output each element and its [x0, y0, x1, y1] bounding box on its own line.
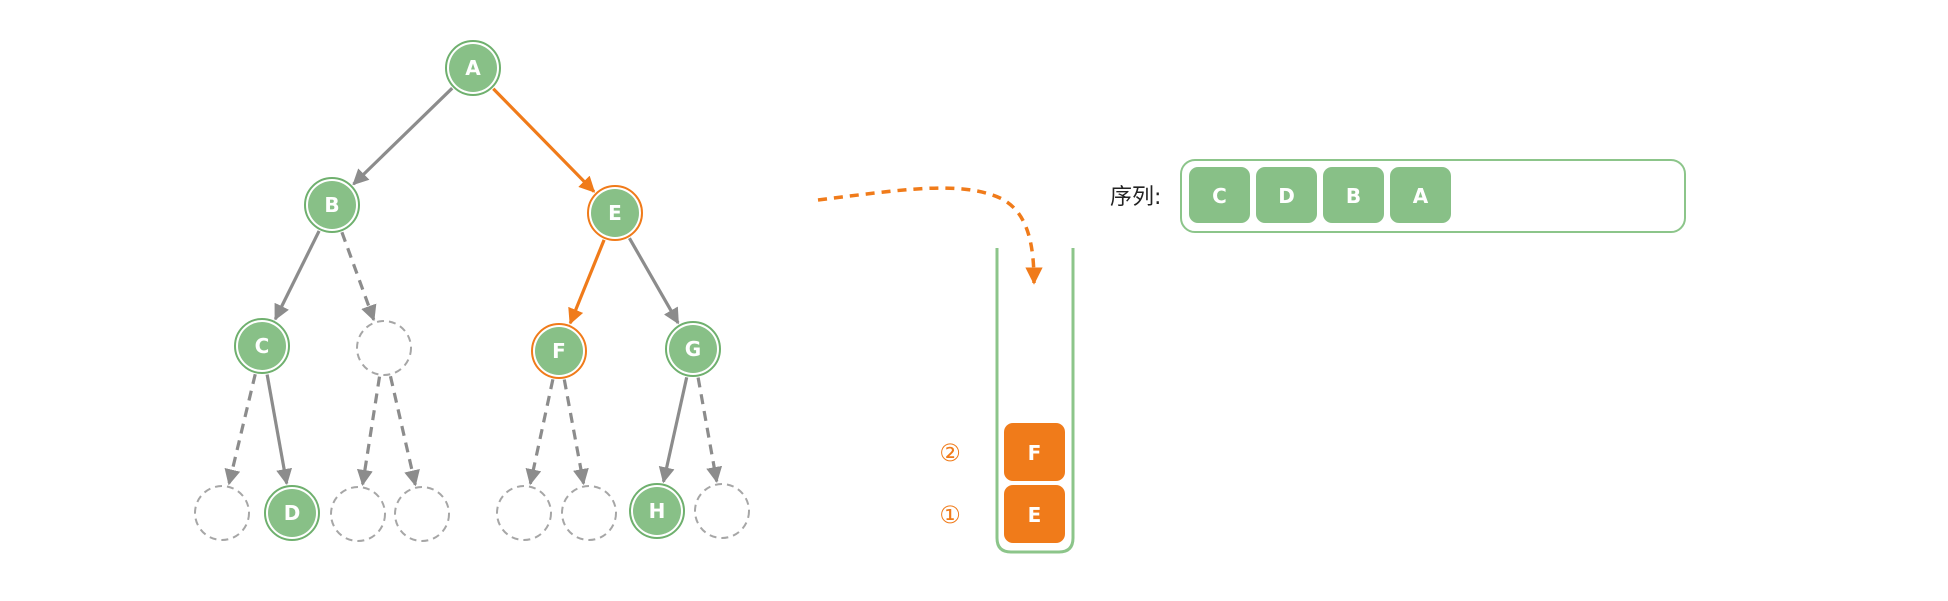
stack-item-label: F: [1028, 441, 1042, 465]
edge-F-F_left: [525, 379, 555, 486]
edge-G-G_right: [696, 377, 723, 484]
edge-E-G: [628, 237, 680, 325]
tree-node-H: H: [629, 483, 685, 539]
tree-node-A: A: [445, 40, 501, 96]
sequence-item-A: A: [1390, 167, 1451, 223]
tree-node-D: D: [264, 485, 320, 541]
tree-node-C: C: [234, 318, 290, 374]
stack-order-number: ②: [939, 439, 961, 467]
edge-B-B_right: [340, 231, 377, 322]
sequence-box: [1180, 159, 1686, 233]
sequence-item-label: B: [1346, 184, 1361, 208]
sequence-item-box: [1390, 167, 1451, 223]
tree-node-F_left: [496, 485, 552, 541]
sequence-item-box: [1256, 167, 1317, 223]
tree-node-B: B: [304, 177, 360, 233]
edge-E-F: [568, 239, 606, 325]
node-label: B: [324, 193, 339, 217]
node-label: A: [465, 56, 481, 80]
edge-B_right-BR_left: [356, 376, 382, 486]
empty-node-circle: [330, 486, 386, 542]
sequence-item-label: D: [1278, 184, 1295, 208]
stack-item-F: F②: [939, 423, 1065, 481]
stack-item-E: E①: [939, 485, 1065, 543]
edge-C-D: [265, 374, 293, 486]
sequence-label: 序列:: [1110, 185, 1161, 210]
tree-node-BR_left: [330, 486, 386, 542]
edge-A-B: [352, 87, 454, 186]
tree-node-F_right: [561, 485, 617, 541]
edge-B_right-BR_right: [388, 375, 420, 487]
tree-node-G: G: [665, 321, 721, 377]
tree-edges: [224, 87, 723, 487]
tree-node-B_right: [356, 320, 412, 376]
node-circle: [449, 44, 497, 92]
stack-item-box: [1004, 485, 1065, 543]
empty-node-circle: [694, 483, 750, 539]
empty-node-circle: [356, 320, 412, 376]
node-label: D: [284, 501, 301, 525]
node-label: E: [608, 201, 622, 225]
sequence-item-label: C: [1212, 184, 1227, 208]
sequence-item-box: [1323, 167, 1384, 223]
sequence-item-D: D: [1256, 167, 1317, 223]
edge-A-E: [492, 87, 596, 193]
node-circle: [535, 327, 583, 375]
edge-C-C_left: [224, 373, 257, 486]
stack-item-label: E: [1028, 503, 1042, 527]
tree-node-G_right: [694, 483, 750, 539]
sequence-item-label: A: [1413, 184, 1429, 208]
node-label: G: [685, 337, 701, 361]
node-circle: [238, 322, 286, 370]
sequence-item-C: C: [1189, 167, 1250, 223]
stack-order-number: ①: [939, 501, 961, 529]
node-label: C: [255, 334, 270, 358]
push-pointer-arrow: [817, 186, 1043, 285]
node-circle: [308, 181, 356, 229]
edge-F-F_right: [562, 379, 589, 486]
tree-node-BR_right: [394, 486, 450, 542]
sequence-item-box: [1189, 167, 1250, 223]
sequence-item-B: B: [1323, 167, 1384, 223]
tree-node-E: E: [587, 185, 643, 241]
tree-nodes: A B E C F G D H: [194, 40, 750, 542]
tree-node-C_left: [194, 485, 250, 541]
node-circle: [633, 487, 681, 535]
empty-node-circle: [394, 486, 450, 542]
tree-node-F: F: [531, 323, 587, 379]
node-circle: [268, 489, 316, 537]
empty-node-circle: [561, 485, 617, 541]
edge-G-H: [658, 376, 689, 484]
empty-node-circle: [194, 485, 250, 541]
node-circle: [669, 325, 717, 373]
stack-container: [995, 248, 1075, 554]
node-label: H: [649, 499, 666, 523]
node-label: F: [552, 339, 566, 363]
node-circle: [591, 189, 639, 237]
empty-node-circle: [496, 485, 552, 541]
stack-item-box: [1004, 423, 1065, 481]
edge-B-C: [273, 230, 321, 321]
